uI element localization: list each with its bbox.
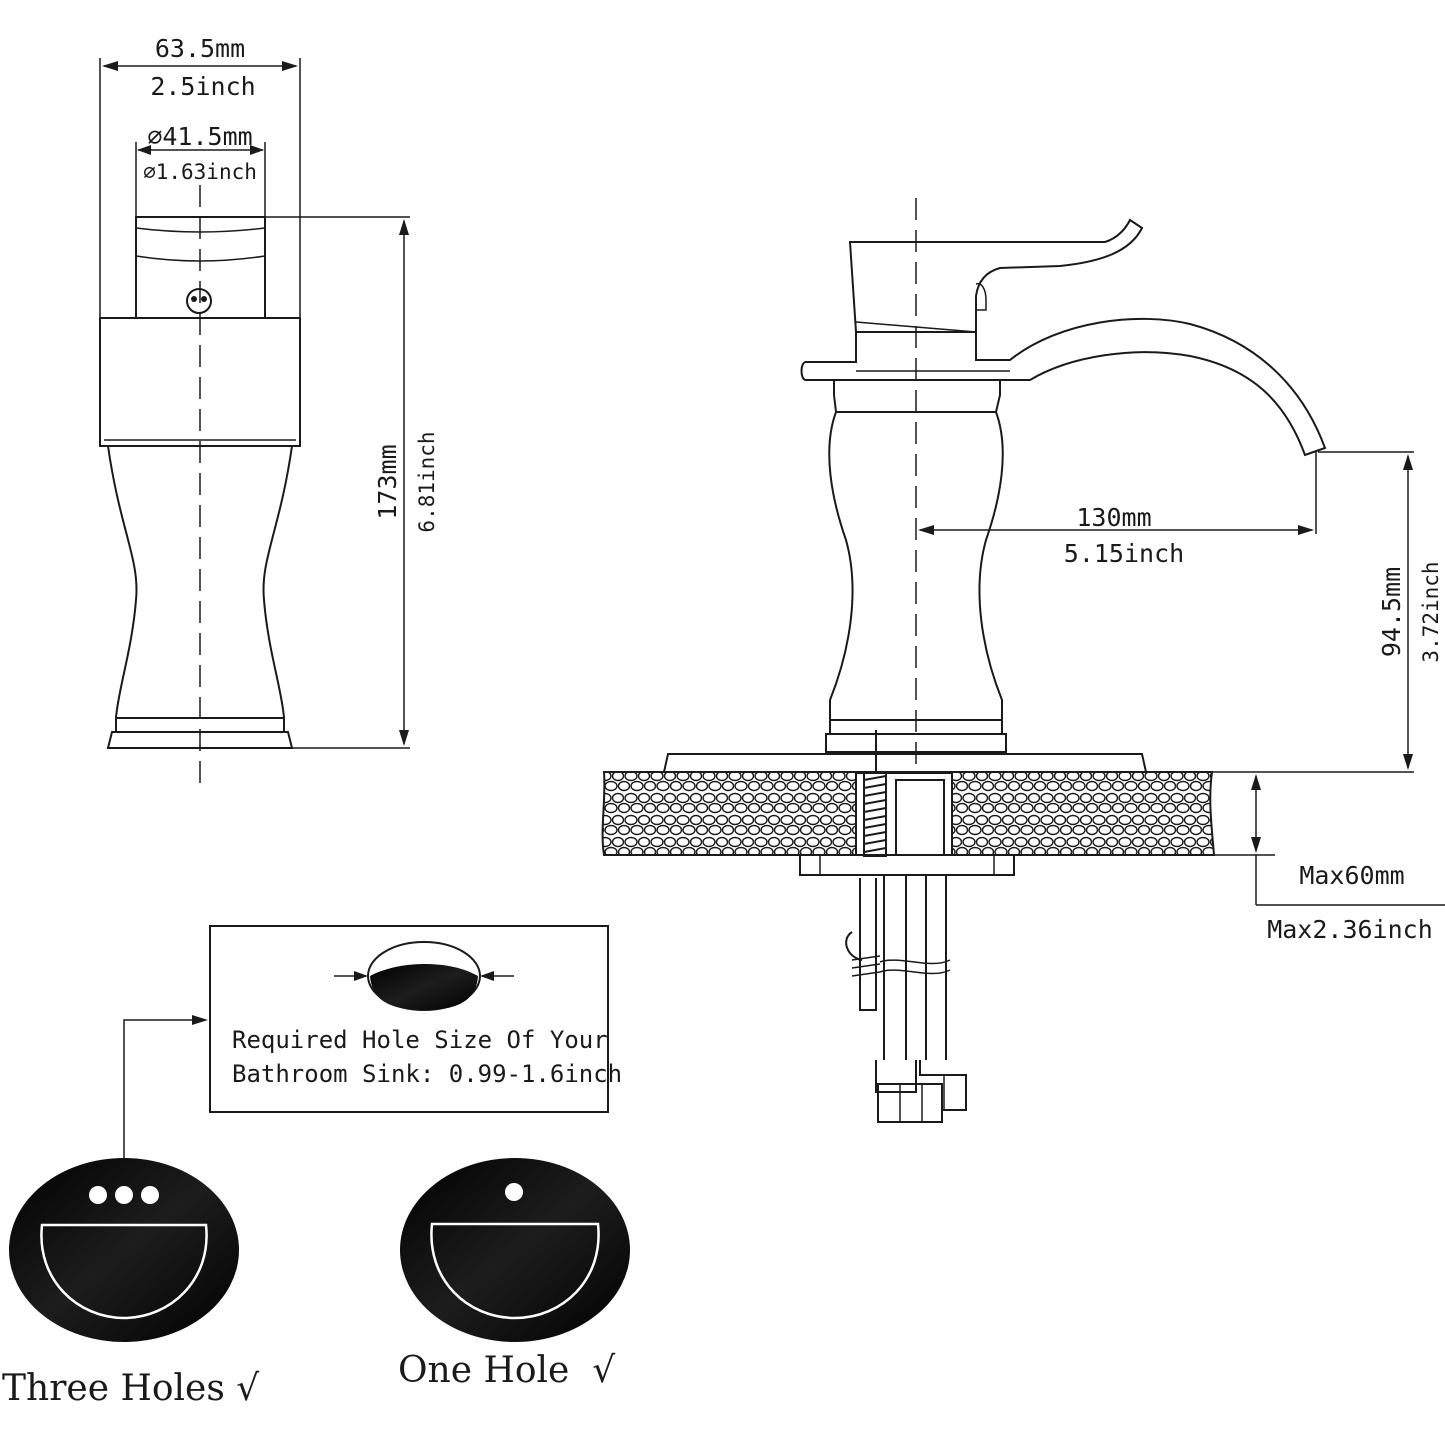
- side-handle-lever: [848, 218, 1144, 333]
- hole-size-box: [209, 925, 609, 1113]
- side-spout-height-inch: 3.72inch: [1419, 561, 1443, 662]
- side-view: 130mm 5.15inch 94.5mm 3.72inch Max60mm M…: [601, 198, 1445, 1123]
- hose-nut-front: [877, 1083, 943, 1123]
- front-view: 63.5mm 2.5inch ⌀41.5mm ⌀1.63inch: [99, 34, 439, 790]
- side-spout-height-mm: 94.5mm: [1377, 567, 1406, 657]
- front-diameter-inch: ⌀1.63inch: [143, 160, 257, 184]
- hole-icon: [370, 964, 478, 1010]
- front-width-mm: 63.5mm: [155, 34, 245, 63]
- one-hole-label: One Hole √: [398, 1350, 615, 1391]
- sink-one-hole: One Hole √: [398, 1158, 630, 1391]
- front-diameter-mm: ⌀41.5mm: [147, 122, 252, 151]
- supply-hose-cold: [925, 875, 947, 1060]
- hole-note-line1: Required Hole Size Of Your: [232, 1026, 608, 1054]
- deck-thickness-inch: Max2.36inch: [1267, 915, 1433, 944]
- side-deck-plate: [662, 753, 1148, 773]
- hole-note-line2: Bathroom Sink: 0.99-1.6inch: [232, 1060, 622, 1088]
- side-spout: [800, 317, 1327, 457]
- front-height-mm: 173mm: [373, 444, 402, 519]
- mounting-plate: [799, 854, 1015, 876]
- deck-thickness-mm: Max60mm: [1299, 861, 1404, 890]
- sink-three-holes: Three Holes √: [2, 1158, 259, 1409]
- hole-size-note: Required Hole Size Of Your Bathroom Sink…: [123, 925, 622, 1170]
- supply-hose-hot: [883, 875, 907, 1060]
- side-upper-body: [833, 379, 1001, 413]
- front-handle-screw: [186, 288, 212, 314]
- three-holes-label: Three Holes √: [2, 1368, 259, 1409]
- side-reach-inch: 5.15inch: [1064, 539, 1184, 568]
- side-base: [825, 733, 1007, 753]
- front-width-inch: 2.5inch: [150, 72, 255, 101]
- front-height-inch: 6.81inch: [415, 431, 439, 532]
- side-reach-mm: 130mm: [1076, 503, 1151, 532]
